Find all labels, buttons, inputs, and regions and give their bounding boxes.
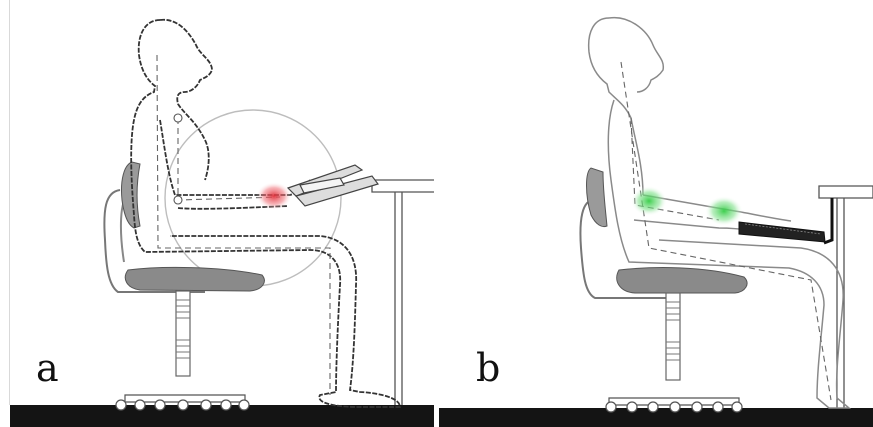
human-figure-a	[131, 20, 400, 407]
desk	[372, 180, 434, 405]
relaxed-highlight-shoulder	[631, 186, 667, 216]
figure-a-illustration	[0, 0, 434, 427]
keyboard-b	[739, 222, 825, 242]
chair	[104, 162, 264, 410]
panel-b: b	[439, 0, 873, 427]
panel-label-a: a	[36, 349, 59, 387]
keyboard-tray-a	[288, 165, 378, 206]
panel-label-b: b	[476, 349, 500, 387]
relaxed-highlight-wrist	[705, 196, 743, 226]
strain-highlight-a	[256, 182, 292, 210]
panel-a: a	[0, 0, 434, 427]
figure-b-illustration	[439, 0, 873, 427]
desk	[819, 186, 873, 408]
